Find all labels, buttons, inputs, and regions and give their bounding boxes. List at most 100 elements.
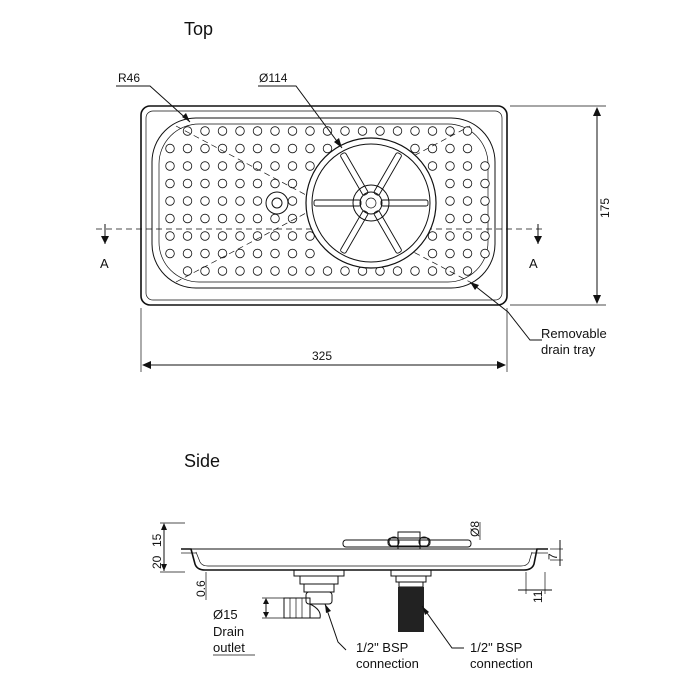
side-rinser-valve <box>387 531 431 550</box>
drain-hole <box>217 161 228 171</box>
drain-hole <box>287 231 298 241</box>
diameter-arrowhead <box>334 138 342 148</box>
drain-hole <box>427 126 438 136</box>
bsp-left-label-line2: connection <box>356 656 419 671</box>
drain-hole <box>200 196 210 206</box>
drain-hole <box>340 126 350 136</box>
drain-hole <box>200 213 210 224</box>
diagonal-construction-line-2 <box>175 125 471 283</box>
bsp-thread-right <box>398 587 424 632</box>
drain-hole <box>305 248 315 259</box>
dim-15-label: 15 <box>150 533 164 547</box>
width-label: 325 <box>312 349 332 363</box>
side-view: 20 15 0.6 Ø8 7 11 Ø15 Drain outlet 1/2" … <box>150 521 563 671</box>
side-bsp-connection-left <box>283 569 345 619</box>
drain-hole <box>480 178 490 189</box>
drain-hole <box>322 126 333 136</box>
side-bsp-connection-right <box>390 569 432 632</box>
drain-hole <box>445 231 455 241</box>
dim-8-label: Ø8 <box>468 521 482 537</box>
rinser-spoke <box>373 152 402 196</box>
section-arrowhead-right <box>534 236 542 244</box>
bsp-right-label-line1: 1/2" BSP <box>470 640 522 655</box>
drain-hole <box>305 231 315 241</box>
width-arrow-left <box>142 361 151 369</box>
drain-hole <box>287 126 298 136</box>
radius-label: R46 <box>118 71 140 85</box>
drain-hole <box>462 143 473 154</box>
drain-hole <box>480 231 490 241</box>
drain-hole <box>445 161 455 171</box>
drain-hole <box>287 196 298 206</box>
drain-hole <box>462 196 473 206</box>
drain-hole <box>182 231 193 241</box>
drain-hole <box>182 143 193 154</box>
top-view-title: Top <box>184 19 213 39</box>
drain-hole <box>462 161 473 171</box>
drain-hole <box>217 266 228 276</box>
drain-hole <box>287 213 298 224</box>
drain-hole <box>235 248 245 259</box>
drain-hole <box>427 161 438 171</box>
drain-hole <box>375 126 385 136</box>
rinser-spokes <box>313 152 429 254</box>
drain-hole <box>217 248 228 259</box>
drain-hole <box>252 248 263 259</box>
dim-20-label: 20 <box>150 555 164 569</box>
rinser-spoke <box>340 210 369 254</box>
drain-hole <box>462 126 473 136</box>
drain-hole <box>200 143 210 154</box>
drain-hole <box>165 178 175 189</box>
drain-hole <box>182 126 193 136</box>
section-arrowhead-left <box>101 236 109 244</box>
drain-hole <box>182 161 193 171</box>
drain-hole <box>462 266 473 276</box>
drain-hole <box>235 143 245 154</box>
drain-boss <box>265 191 289 215</box>
drain-hole <box>182 178 193 189</box>
drain-hole <box>427 248 438 259</box>
drain-hole <box>462 231 473 241</box>
drain-hole <box>270 126 280 136</box>
drain-hole <box>392 126 403 136</box>
drain-hole <box>287 266 298 276</box>
drain-hole <box>235 161 245 171</box>
tray-arrowhead <box>470 282 479 290</box>
drain-hole <box>270 143 280 154</box>
rinser-outer-ring <box>305 137 437 269</box>
drain-hole <box>357 126 368 136</box>
dim-06-label: 0.6 <box>194 580 208 597</box>
drain-hole <box>287 161 298 171</box>
drain-hole <box>340 266 350 276</box>
r46-arrowhead <box>182 113 190 122</box>
drain-hole <box>200 178 210 189</box>
drain-hole <box>322 143 333 154</box>
drain-hole <box>322 266 333 276</box>
dim-11-label: 11 <box>531 590 545 603</box>
drain-hole <box>410 266 420 276</box>
bsp-right-label-line2: connection <box>470 656 533 671</box>
drain-hole <box>305 126 315 136</box>
drain-hole <box>217 196 228 206</box>
drain-hole <box>305 161 315 171</box>
drain-hole <box>235 213 245 224</box>
side-tray-body <box>181 548 548 571</box>
drain-hole <box>270 231 280 241</box>
drain-hole <box>445 213 455 224</box>
drain-hole <box>462 213 473 224</box>
drain-hole <box>165 213 175 224</box>
drain-hole <box>252 126 263 136</box>
drain-hole <box>252 161 263 171</box>
drain-outlet-label-line2: outlet <box>213 640 245 655</box>
bsp-left-leader <box>324 603 347 651</box>
drain-hole <box>305 143 315 154</box>
drain-hole <box>200 266 210 276</box>
drain-hole <box>217 178 228 189</box>
diagonal-construction-line <box>175 125 471 283</box>
drain-hole <box>252 143 263 154</box>
removable-drain-tray <box>151 117 496 289</box>
bsp-right-leader <box>421 605 464 649</box>
rinser-inner-ring <box>311 143 431 263</box>
drain-hole <box>182 213 193 224</box>
drain-hole <box>200 126 210 136</box>
